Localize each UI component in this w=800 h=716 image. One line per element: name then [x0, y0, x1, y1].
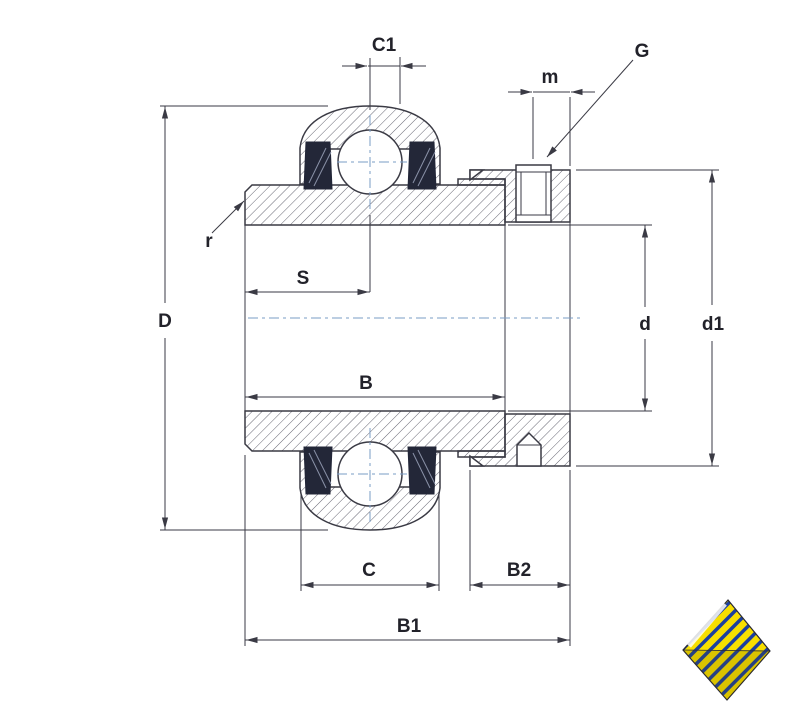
seal-bottom-right: [407, 446, 437, 495]
label-r: r: [205, 231, 213, 252]
label-b: B: [359, 373, 373, 394]
seal-top-left: [303, 141, 333, 190]
dimension-m: m: [508, 67, 595, 166]
label-b2: B2: [507, 560, 531, 581]
label-d1: d1: [702, 314, 725, 335]
eccentric-step-bottom: [457, 450, 506, 458]
dimension-d-outer: D: [158, 105, 328, 531]
eccentric-step-top: [457, 178, 506, 186]
seal-bottom-left: [303, 446, 333, 495]
dimension-c1: C1: [342, 35, 426, 104]
dimension-d-bore: d: [508, 224, 652, 412]
collar-notch-top: [469, 169, 486, 182]
snr-logo: [682, 599, 771, 701]
dimension-d1: d1: [576, 169, 725, 467]
label-g: G: [635, 41, 650, 62]
dimension-g-leader: G: [546, 41, 650, 158]
label-c1: C1: [372, 35, 397, 56]
screw-hole-section: [516, 431, 542, 467]
label-d-bore: d: [639, 314, 651, 335]
set-screw: [515, 164, 552, 223]
dimension-c: C: [300, 492, 440, 591]
centerlines: [248, 58, 580, 523]
dimension-b: B: [245, 373, 505, 401]
dimension-b1: B1: [244, 455, 570, 646]
seal-top-right: [407, 141, 437, 190]
dimension-b2: B2: [469, 470, 571, 646]
label-c: C: [362, 560, 376, 581]
dimension-r-leader: r: [205, 200, 245, 252]
label-b1: B1: [397, 616, 422, 637]
dimension-s: S: [245, 268, 370, 296]
label-m: m: [542, 67, 559, 88]
label-d-outer: D: [158, 311, 172, 332]
collar-notch-bottom: [469, 454, 486, 467]
label-s: S: [297, 268, 310, 289]
